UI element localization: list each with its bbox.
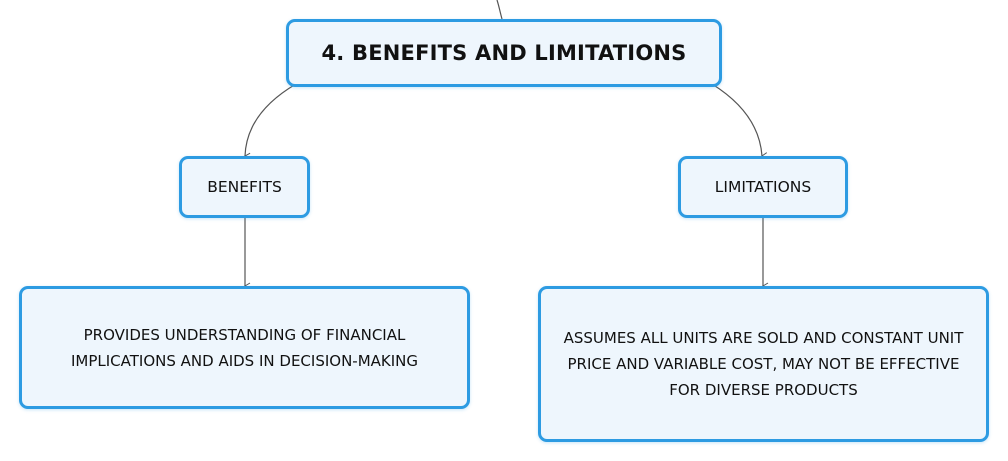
limitations-label: LIMITATIONS <box>714 178 812 196</box>
benefits-label: BENEFITS <box>207 178 282 196</box>
limitations-detail-node[interactable]: ASSUMES ALL UNITS ARE SOLD AND CONSTANT … <box>538 286 989 442</box>
connector-main-to-benefits <box>244 83 297 160</box>
main-topic-label: 4. BENEFITS AND LIMITATIONS <box>321 41 687 65</box>
connector-main-to-limitations <box>711 83 768 160</box>
limitations-node[interactable]: LIMITATIONS <box>678 156 848 218</box>
limitations-detail-text: ASSUMES ALL UNITS ARE SOLD AND CONSTANT … <box>563 329 964 399</box>
benefits-detail-node[interactable]: PROVIDES UNDERSTANDING OF FINANCIAL IMPL… <box>19 286 470 409</box>
benefits-node[interactable]: BENEFITS <box>179 156 310 218</box>
incoming-connector <box>496 0 503 20</box>
main-topic-node[interactable]: 4. BENEFITS AND LIMITATIONS <box>286 19 722 87</box>
benefits-detail-text: PROVIDES UNDERSTANDING OF FINANCIAL IMPL… <box>70 325 419 370</box>
